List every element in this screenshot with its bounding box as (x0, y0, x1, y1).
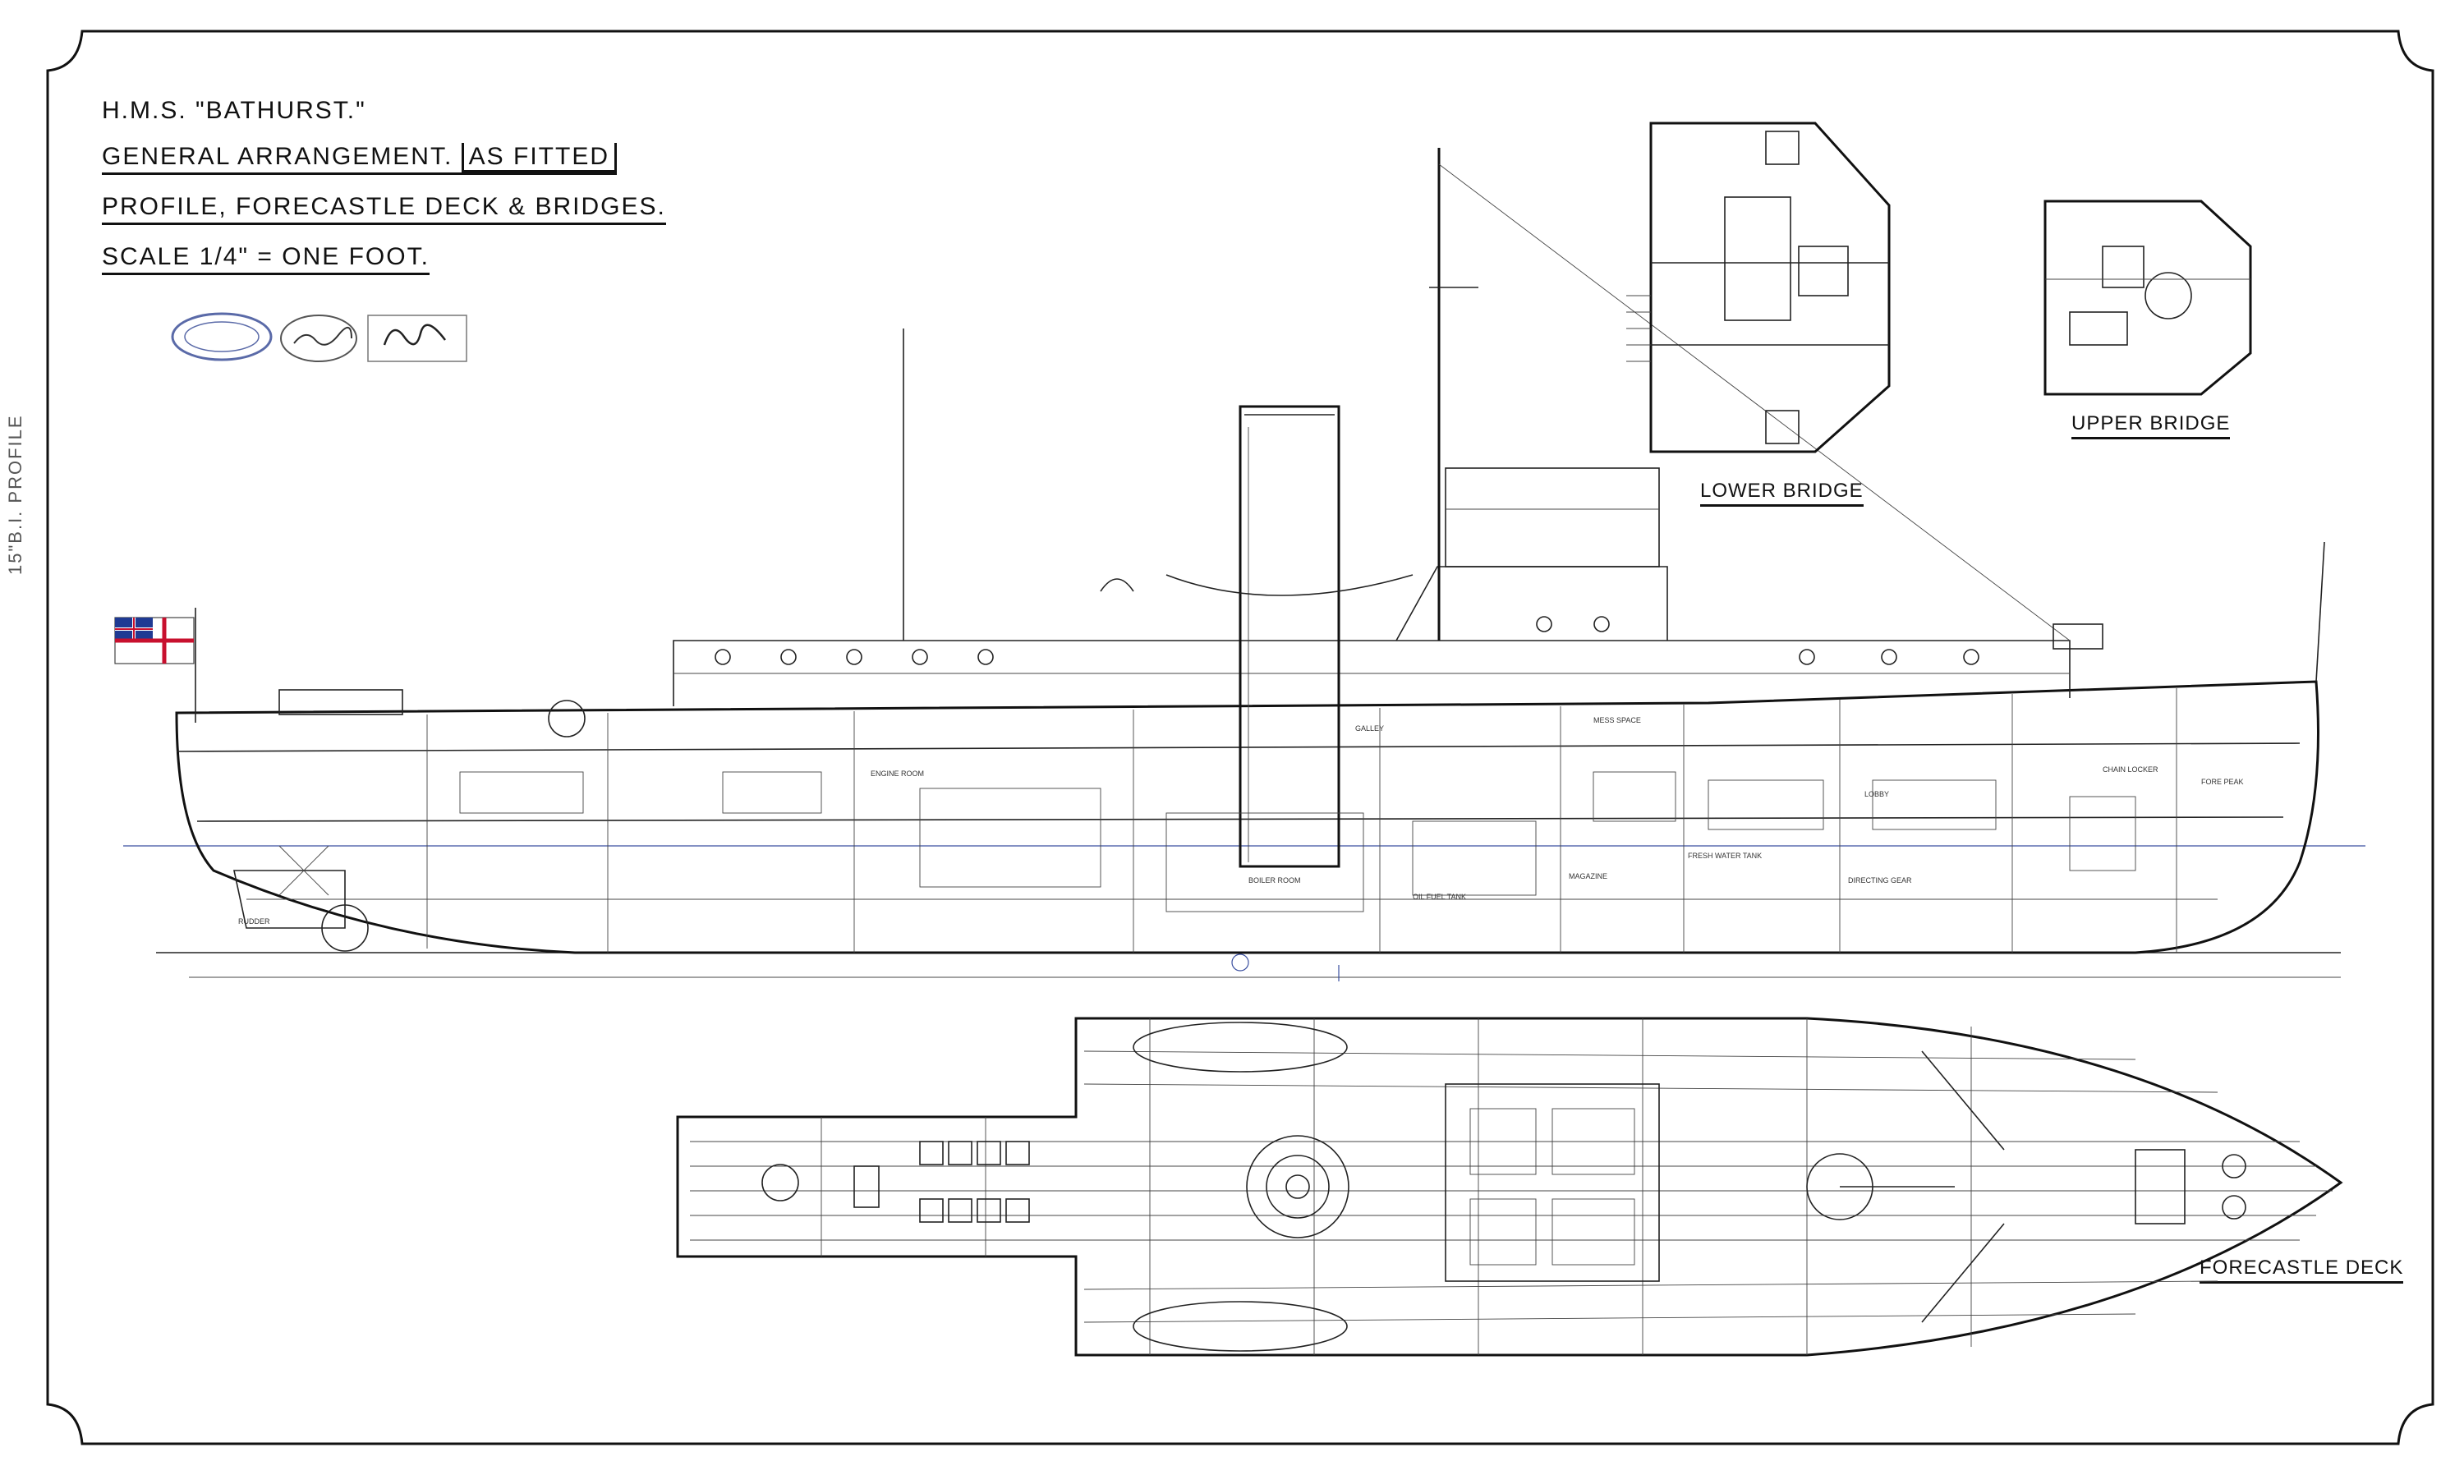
lower-bridge-plan (1626, 122, 1891, 453)
approval-stamps (171, 312, 467, 362)
upper-bridge-plan (2043, 200, 2252, 396)
rudder (233, 870, 346, 929)
stern-fittings (278, 689, 403, 715)
boat-port (1133, 1022, 1348, 1073)
as-fitted-box: AS FITTED (461, 143, 617, 172)
views-title: PROFILE, FORECASTLE DECK & BRIDGES. (102, 193, 666, 225)
propeller-hub (321, 904, 369, 952)
sheet-border (46, 30, 2434, 1445)
bridge-footprint (1445, 1083, 1660, 1282)
funnel-plan (1246, 1135, 1349, 1238)
signature-stamp-2 (367, 315, 467, 362)
deck-planking (690, 1050, 2333, 1323)
label-oil-fuel-tank: OIL FUEL TANK (1413, 893, 1466, 901)
profile-view: ENGINE ROOM BOILER ROOM GALLEY MESS SPAC… (114, 148, 2365, 978)
portholes (715, 616, 1979, 665)
ship-name: H.M.S. "BATHURST." (102, 97, 366, 124)
forecastle-deck-label: FORECASTLE DECK (2200, 1257, 2404, 1284)
dockyard-stamp (171, 312, 273, 361)
funnel (1239, 405, 1340, 868)
arrangement-title: GENERAL ARRANGEMENT. AS FITTED (102, 143, 617, 175)
label-fore-peak: FORE PEAK (2201, 778, 2244, 786)
label-galley: GALLEY (1355, 724, 1384, 733)
title-block: H.M.S. "BATHURST." GENERAL ARRANGEMENT. … (102, 97, 666, 293)
label-engine-room: ENGINE ROOM (871, 770, 924, 778)
hull-outline (175, 680, 2319, 954)
windlass (2135, 1149, 2246, 1224)
label-chain-locker: CHAIN LOCKER (2103, 765, 2158, 774)
blue-annotations (1231, 953, 1340, 981)
upper-bridge-label: UPPER BRIDGE (2071, 412, 2231, 439)
bridge-house (1445, 467, 1660, 567)
scale-title: SCALE 1/4" = ONE FOOT. (102, 243, 430, 275)
label-directing-gear: DIRECTING GEAR (1848, 876, 1912, 884)
label-fresh-water-tank: FRESH WATER TANK (1688, 852, 1762, 860)
label-lobby: LOBBY (1864, 790, 1889, 798)
boat-davit (1165, 574, 1414, 596)
compartment-detail (459, 771, 2136, 912)
jack-staff (2315, 541, 2325, 682)
label-rudder: RUDDER (238, 917, 270, 926)
signature-stamp-1 (280, 315, 357, 362)
lower-bridge-label: LOWER BRIDGE (1700, 480, 1864, 507)
bridge-structure (1395, 566, 1668, 641)
bulkheads (426, 688, 2177, 953)
skylights (919, 1141, 1030, 1223)
deck-outline (676, 1017, 2343, 1357)
label-magazine: MAGAZINE (1569, 872, 1607, 880)
label-mess-space: MESS SPACE (1593, 716, 1641, 724)
label-boiler-room: BOILER ROOM (1248, 876, 1301, 884)
forecastle-deck-plan (676, 1017, 2343, 1357)
arrangement-text: GENERAL ARRANGEMENT. (102, 143, 453, 170)
boat-starboard (1133, 1301, 1348, 1352)
upper-deck-line (176, 742, 2301, 752)
white-ensign (114, 608, 196, 723)
